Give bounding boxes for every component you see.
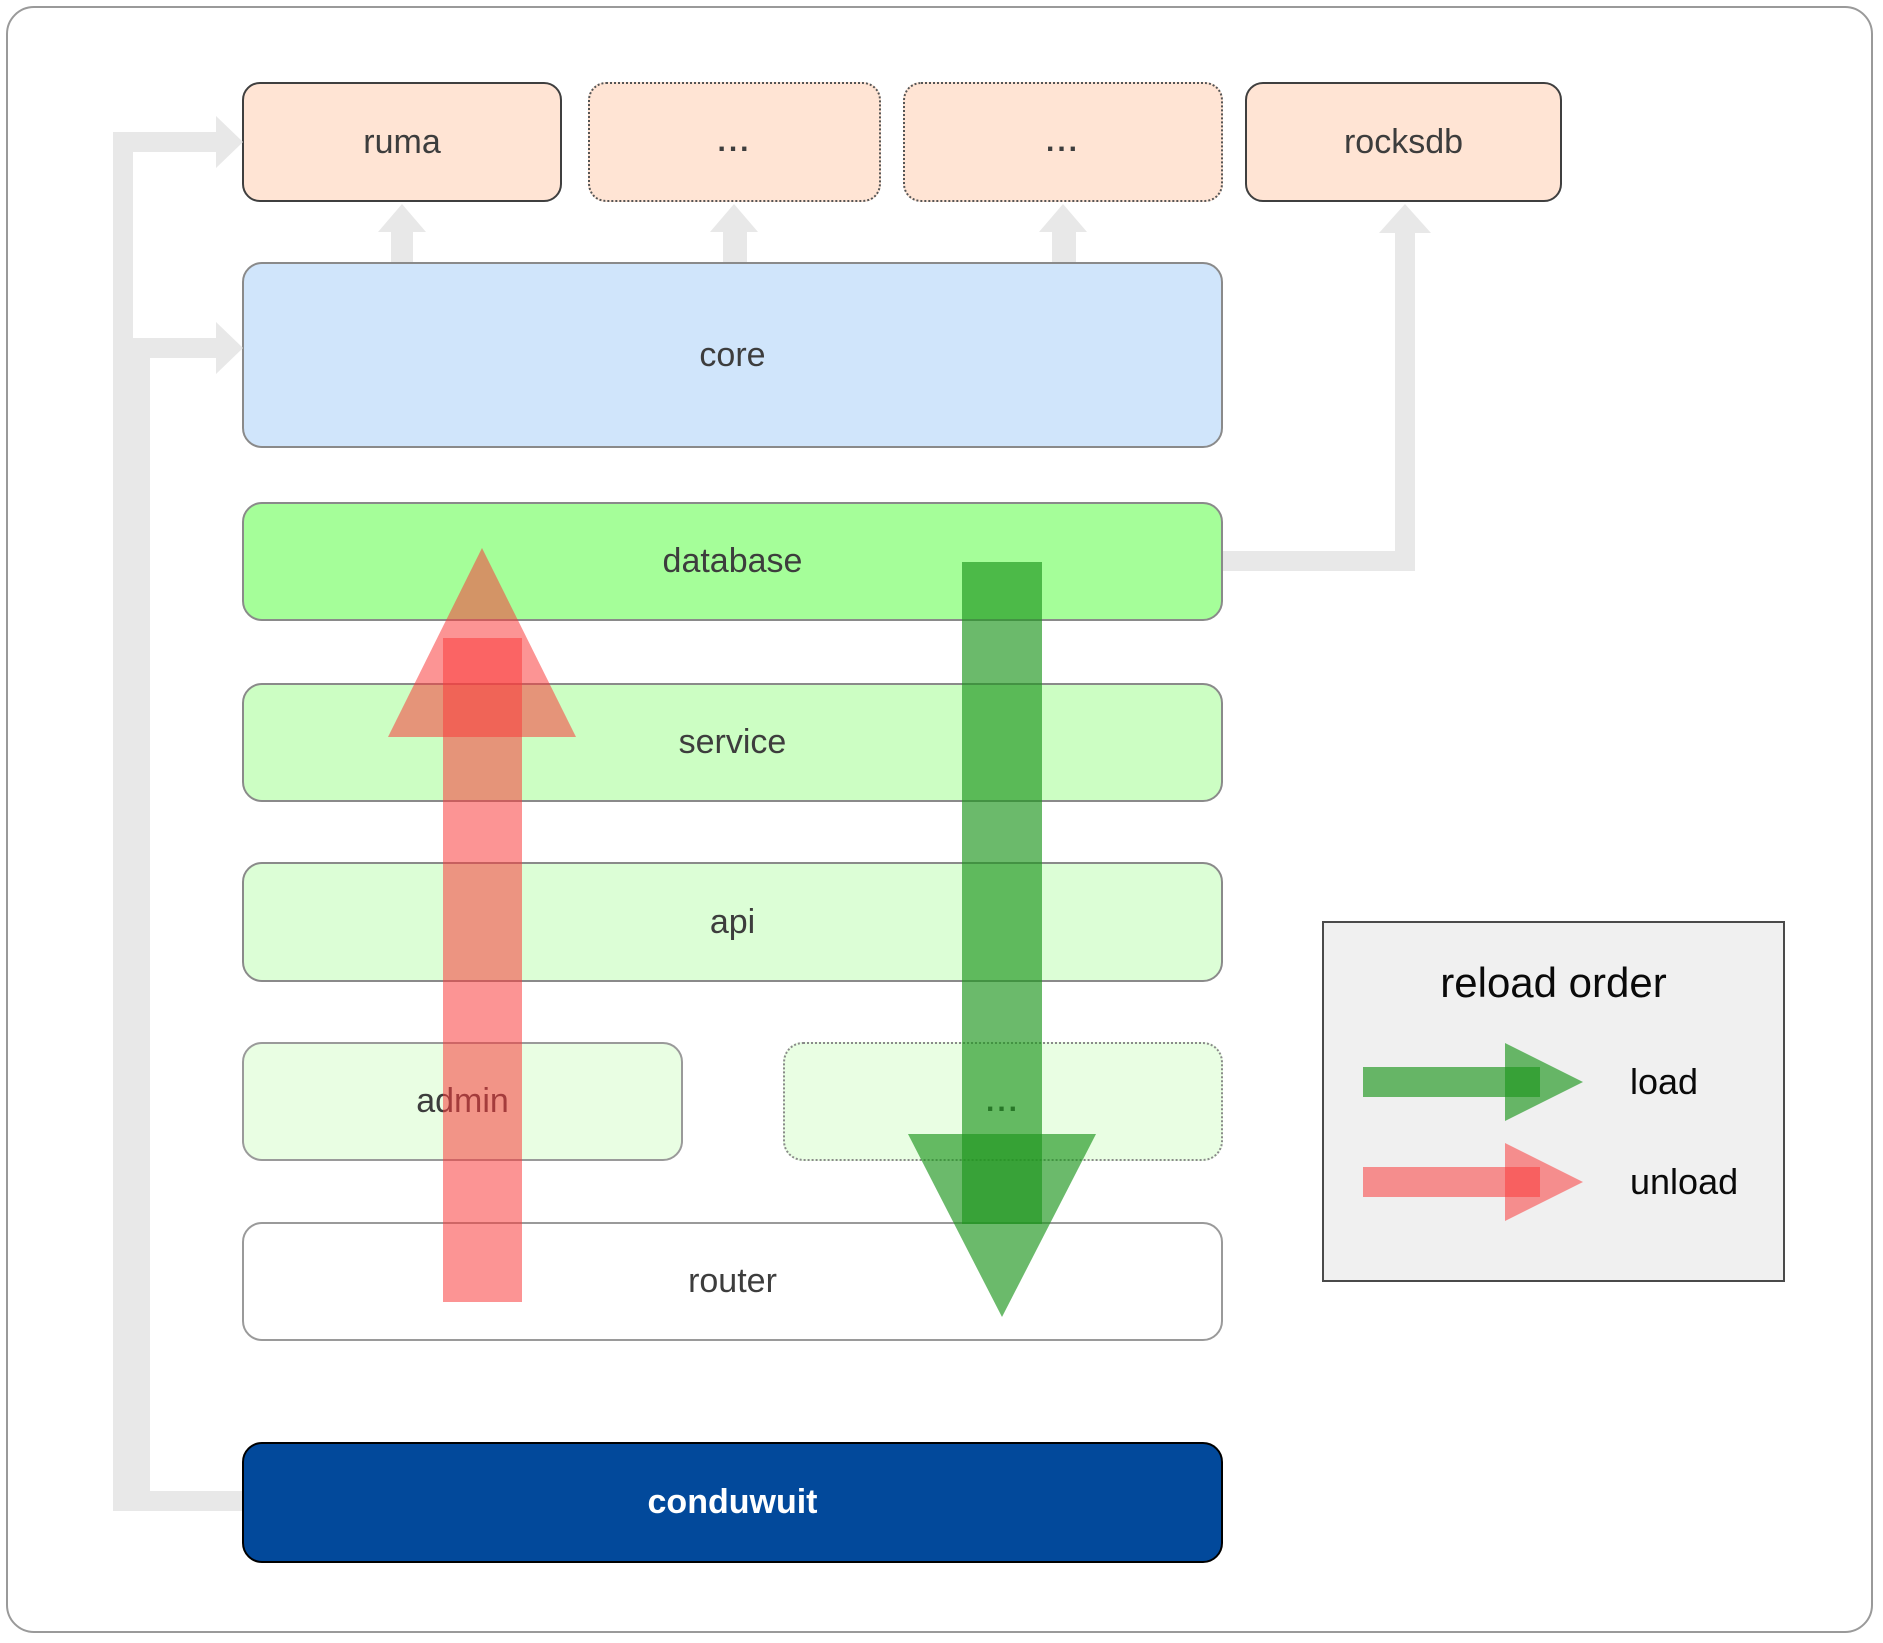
layer-router: router (242, 1222, 1223, 1341)
legend-load-label: load (1630, 1061, 1699, 1102)
layer-ellipsis: ... (783, 1042, 1223, 1161)
layer-admin: admin (242, 1042, 683, 1161)
layer-database: database (242, 502, 1223, 621)
page-border (6, 6, 1873, 1633)
box-conduwuit: conduwuit (242, 1442, 1223, 1563)
layer-service: service (242, 683, 1223, 802)
legend-unload-label: unload (1630, 1161, 1739, 1202)
legend: reload order load unload (1322, 921, 1785, 1282)
box-rocksdb: rocksdb (1245, 82, 1562, 202)
layer-api: api (242, 862, 1223, 982)
box-ellipsis-top-2: ... (903, 82, 1223, 202)
box-ruma: ruma (242, 82, 562, 202)
legend-title: reload order (1440, 959, 1667, 1006)
layer-core: core (242, 262, 1223, 448)
box-ellipsis-top-1: ... (588, 82, 881, 202)
